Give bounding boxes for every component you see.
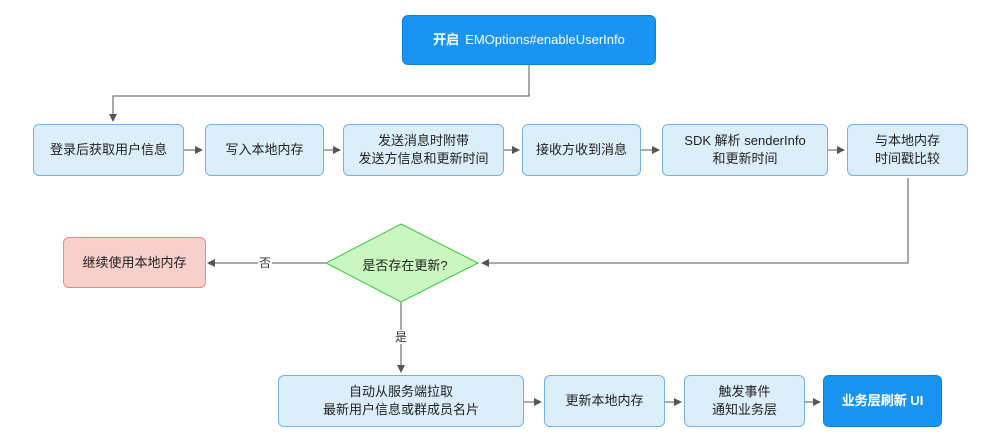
login-node: 登录后获取用户信息 bbox=[33, 124, 184, 176]
arrow-start-to-login bbox=[109, 65, 530, 122]
decision-label: 是否存在更新? bbox=[362, 257, 448, 273]
edge-label-yes: 是 bbox=[394, 330, 409, 344]
decision-diamond bbox=[324, 223, 480, 303]
update-local-node: 更新本地内存 bbox=[544, 375, 665, 427]
refresh-ui-node: 业务层刷新 UI bbox=[823, 375, 942, 427]
continue-local-node: 继续使用本地内存 bbox=[63, 237, 206, 288]
compare-node: 与本地内存 时间戳比较 bbox=[847, 124, 968, 176]
write-local-node: 写入本地内存 bbox=[205, 124, 324, 176]
start-node: 开启 EMOptions#enableUserInfo bbox=[402, 15, 656, 65]
receive-node: 接收方收到消息 bbox=[522, 124, 641, 176]
fetch-server-node: 自动从服务端拉取 最新用户信息或群成员名片 bbox=[278, 375, 524, 427]
edge-label-no: 否 bbox=[258, 256, 273, 270]
sdk-parse-node: SDK 解析 senderInfo 和更新时间 bbox=[662, 124, 828, 176]
trigger-event-node: 触发事件 通知业务层 bbox=[684, 375, 805, 427]
send-message-node: 发送消息时附带 发送方信息和更新时间 bbox=[343, 124, 504, 176]
start-node-prefix: 开启 bbox=[433, 32, 460, 47]
start-node-text: EMOptions#enableUserInfo bbox=[465, 32, 625, 47]
arrow-compare-to-decision bbox=[481, 178, 909, 267]
